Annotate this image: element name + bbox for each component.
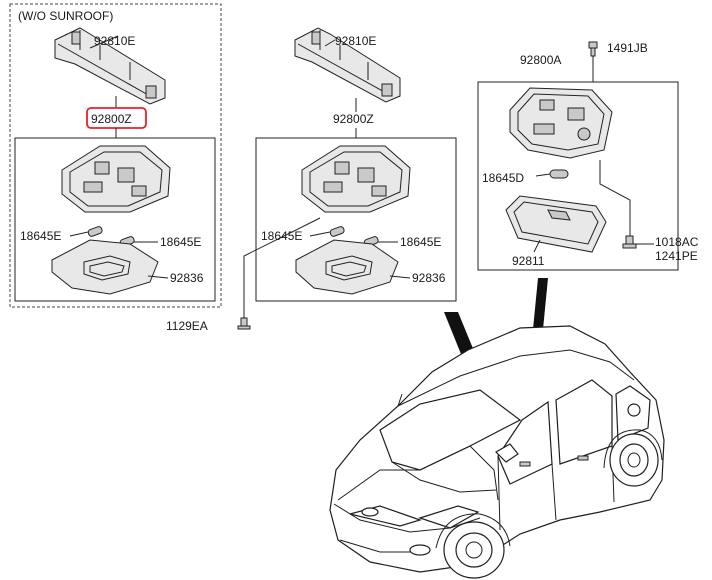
car-illustration bbox=[329, 325, 665, 579]
label-lens-left: 92836 bbox=[170, 271, 204, 285]
wo-sunroof-dashed-frame bbox=[9, 3, 222, 308]
middle-inner-box bbox=[255, 137, 457, 302]
bulb-left-a bbox=[87, 226, 103, 237]
label-lens-right: 92811 bbox=[512, 254, 545, 268]
screw-1129ea bbox=[237, 317, 251, 330]
label-bulb-middle-b: 18645E bbox=[400, 235, 441, 249]
label-bracket-left: 92810E bbox=[94, 34, 135, 48]
bulb-middle-a bbox=[329, 226, 345, 237]
label-bulb-right: 18645D bbox=[482, 171, 524, 185]
label-bulb-left-b: 18645E bbox=[160, 235, 201, 249]
label-screw-right-a: 1018AC bbox=[655, 235, 699, 249]
label-clip-right: 1491JB bbox=[607, 41, 648, 55]
label-lens-middle: 92836 bbox=[412, 271, 446, 285]
label-lamp-middle: 92800Z bbox=[333, 112, 374, 126]
label-screw-middle: 1129EA bbox=[166, 319, 208, 333]
bracket-92810e-left bbox=[54, 27, 166, 105]
label-lamp-left: 92800Z bbox=[91, 112, 132, 126]
right-inner-box bbox=[477, 81, 679, 271]
variant-label: (W/O SUNROOF) bbox=[18, 9, 113, 23]
label-bulb-middle-a: 18645E bbox=[261, 229, 302, 243]
lens-92836-left bbox=[51, 239, 159, 295]
room-lamp-body-right bbox=[509, 87, 613, 159]
bulb-right bbox=[549, 169, 569, 179]
label-bulb-left-a: 18645E bbox=[20, 229, 61, 243]
lens-92811 bbox=[505, 195, 607, 253]
bracket-92810e-middle bbox=[294, 27, 401, 103]
screw-1018ac bbox=[622, 235, 637, 249]
label-bracket-middle: 92810E bbox=[335, 34, 376, 48]
left-inner-box bbox=[14, 137, 216, 302]
clip-1491jb bbox=[588, 41, 598, 57]
room-lamp-body-middle bbox=[301, 145, 411, 213]
lens-92836-middle bbox=[295, 239, 399, 295]
room-lamp-body-left bbox=[61, 145, 171, 213]
label-screw-right-b: 1241PE bbox=[655, 249, 698, 263]
label-lamp-right: 92800A bbox=[520, 53, 561, 67]
